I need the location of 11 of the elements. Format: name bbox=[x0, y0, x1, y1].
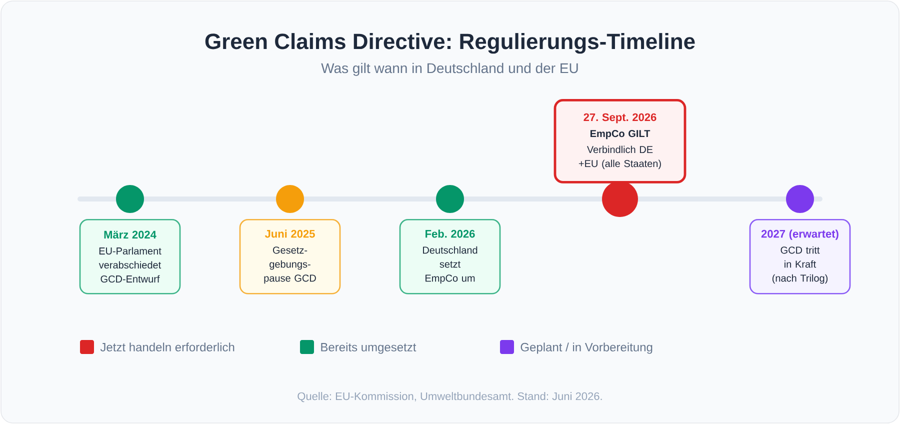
source-note: Quelle: EU-Kommission, Umweltbundesamt. Stand: Juni 2026. bbox=[298, 392, 602, 402]
event-card: März 2024 EU-Parlament verabschiedet GCD-Entwurf bbox=[79, 219, 181, 294]
legend-label: Geplant / in Vorbereitung bbox=[520, 342, 652, 354]
event-card: Feb. 2026 Deutschland setzt EmpCo um bbox=[399, 219, 501, 294]
event-card: Juni 2025 Gesetz- gebungs- pause GCD bbox=[239, 219, 341, 294]
event-card: 27. Sept. 2026 EmpCo GILT Verbindlich DE +EU (alle Staaten) bbox=[554, 99, 686, 184]
legend-label: Jetzt handeln erforderlich bbox=[100, 342, 234, 352]
event-card: 2027 (erwartet) GCD tritt in Kraft (nach Trilog) bbox=[749, 219, 851, 294]
subtitle: Was gilt wann in Deutschland und der EU bbox=[321, 62, 578, 76]
legend-label: Bereits umgesetzt bbox=[321, 342, 416, 354]
title: Green Claims Directive: Regulierungs-Timeline bbox=[205, 33, 695, 54]
